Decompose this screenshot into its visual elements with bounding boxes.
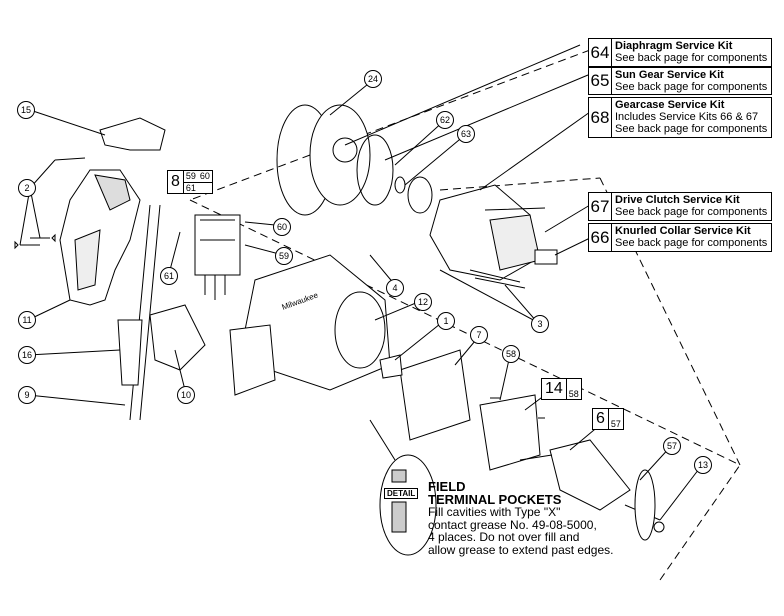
kit-line: See back page for components bbox=[615, 123, 768, 135]
note-line: Fill cavities with Type "X" bbox=[428, 505, 561, 519]
assembly-dash-line bbox=[189, 199, 741, 466]
part-balloon: 1 bbox=[437, 312, 455, 330]
note-heading: TERMINAL POCKETS bbox=[428, 492, 562, 507]
spindle bbox=[534, 249, 558, 265]
note-line: contact grease No. 49-08-5000, bbox=[428, 517, 597, 532]
part-balloon: 24 bbox=[364, 70, 382, 88]
group-cell: 59 bbox=[183, 171, 198, 183]
detail-label: DETAIL bbox=[384, 488, 419, 499]
kit-title: Knurled Collar Service Kit bbox=[615, 225, 751, 237]
cord bbox=[129, 204, 161, 421]
part-balloon: 63 bbox=[457, 125, 475, 143]
group-cell: 60 bbox=[197, 171, 212, 183]
brush-ring bbox=[479, 394, 541, 471]
group-number: 14 bbox=[542, 379, 567, 399]
group-cell: 57 bbox=[610, 419, 621, 429]
kit-line: Includes Service Kits 66 & 67 bbox=[615, 111, 759, 123]
part-balloon: 57 bbox=[663, 437, 681, 455]
part-balloon: 9 bbox=[18, 386, 36, 404]
kit-number: 68 bbox=[589, 98, 612, 137]
part-group-6: 6 57 bbox=[592, 408, 624, 430]
part-balloon: 4 bbox=[386, 279, 404, 297]
kit-title: Diaphragm Service Kit bbox=[615, 40, 733, 52]
field-terminal-note: FIELD TERMINAL POCKETS Fill cavities wit… bbox=[428, 480, 613, 556]
kit-line: See back page for components bbox=[615, 81, 768, 93]
kit-title: Gearcase Service Kit bbox=[615, 99, 725, 111]
part-balloon: 16 bbox=[18, 346, 36, 364]
part-group-8: 8 59 60 61 bbox=[167, 170, 213, 194]
group-number: 8 bbox=[168, 171, 184, 193]
part-balloon: 12 bbox=[414, 293, 432, 311]
note-line: allow grease to extend past edges. bbox=[428, 542, 614, 557]
group-cell: 58 bbox=[568, 389, 579, 399]
part-balloon: 62 bbox=[436, 111, 454, 129]
assembly-dash-line bbox=[659, 464, 741, 581]
note-heading: FIELD bbox=[428, 479, 466, 494]
part-balloon: 15 bbox=[17, 101, 35, 119]
sun-gear bbox=[407, 176, 433, 214]
kit-number: 65 bbox=[589, 68, 612, 94]
part-balloon: 58 bbox=[502, 345, 520, 363]
part-balloon: 60 bbox=[273, 218, 291, 236]
armature bbox=[549, 439, 631, 511]
group-number: 6 bbox=[593, 409, 609, 429]
handle-clip bbox=[99, 117, 166, 151]
kit-line: See back page for components bbox=[615, 237, 768, 249]
part-group-14: 14 58 bbox=[541, 378, 582, 400]
fan bbox=[634, 469, 656, 541]
part-balloon: 10 bbox=[177, 386, 195, 404]
part-balloon: 11 bbox=[18, 311, 36, 329]
o-ring bbox=[356, 134, 394, 206]
kit-number: 67 bbox=[589, 193, 612, 220]
kit-line: See back page for components bbox=[615, 206, 768, 218]
kit-number: 66 bbox=[589, 224, 612, 251]
kit-title: Drive Clutch Service Kit bbox=[615, 194, 740, 206]
group-cell: 61 bbox=[185, 182, 196, 193]
washer bbox=[394, 176, 406, 194]
switch-assembly bbox=[194, 214, 241, 276]
kit-number: 64 bbox=[589, 39, 612, 66]
part-balloon: 7 bbox=[470, 326, 488, 344]
part-balloon: 59 bbox=[275, 247, 293, 265]
trigger bbox=[149, 304, 206, 371]
assembly-dash-line bbox=[439, 177, 601, 191]
note-line: 4 places. Do not over fill and bbox=[428, 530, 580, 544]
cord-protector bbox=[117, 319, 143, 386]
kit-line: See back page for components bbox=[615, 52, 768, 64]
part-balloon: 3 bbox=[531, 315, 549, 333]
kit-title: Sun Gear Service Kit bbox=[615, 69, 724, 81]
part-balloon: 13 bbox=[694, 456, 712, 474]
brush bbox=[379, 354, 403, 379]
assembly-dash-line bbox=[189, 49, 591, 201]
part-balloon: 61 bbox=[160, 267, 178, 285]
part-balloon: 2 bbox=[18, 179, 36, 197]
field-stator bbox=[399, 349, 471, 441]
